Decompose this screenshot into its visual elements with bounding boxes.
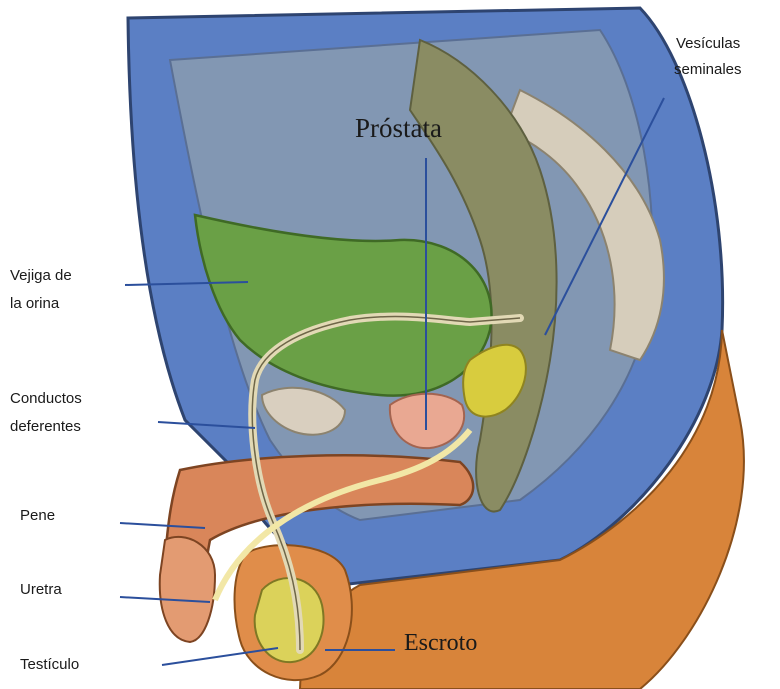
label-conductos-1: Conductos	[10, 389, 82, 409]
label-pene: Pene	[20, 506, 55, 526]
label-uretra: Uretra	[20, 580, 62, 600]
glans	[160, 537, 215, 642]
label-testiculo: Testículo	[20, 655, 79, 675]
label-vesiculas-1: Vesículas	[676, 34, 740, 54]
label-vejiga-1: Vejiga de	[10, 266, 72, 286]
label-prostata: Próstata	[355, 112, 442, 144]
label-conductos-2: deferentes	[10, 417, 81, 437]
label-vesiculas-2: seminales	[674, 60, 742, 80]
label-escroto: Escroto	[404, 628, 477, 658]
label-vejiga-2: la orina	[10, 294, 59, 314]
